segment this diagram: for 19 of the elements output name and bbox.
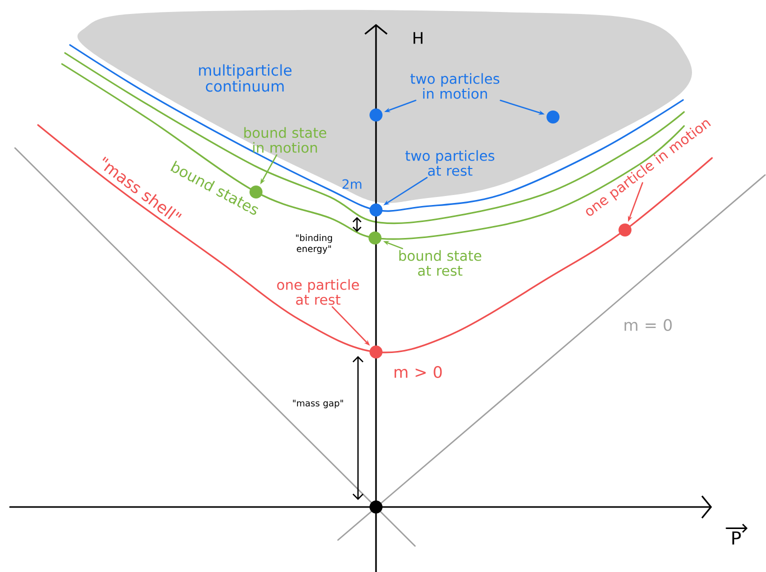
- state-dot: [370, 204, 382, 216]
- annotation-text: one particle at rest: [277, 279, 359, 305]
- vector-label: P: [726, 524, 748, 545]
- state-dot: [370, 108, 382, 122]
- state-dot: [546, 110, 560, 124]
- state-dot: [370, 500, 382, 514]
- annotation-text: "mass gap": [293, 400, 343, 408]
- annotation-text: "binding energy": [296, 234, 332, 254]
- value-label: 2m: [342, 179, 362, 189]
- annotation-text: two particles at rest: [405, 150, 494, 176]
- state-dot: [370, 346, 382, 358]
- state-dot: [618, 224, 632, 236]
- axis-label: H: [414, 32, 422, 44]
- curve-label: m = 0: [624, 318, 672, 332]
- curve-label: m > 0: [394, 366, 442, 378]
- annotation-text: bound state in motion: [244, 127, 326, 153]
- annotation-text: two particles in motion: [410, 73, 500, 99]
- annotation-text: bound state at rest: [399, 250, 482, 276]
- state-dot: [368, 232, 382, 244]
